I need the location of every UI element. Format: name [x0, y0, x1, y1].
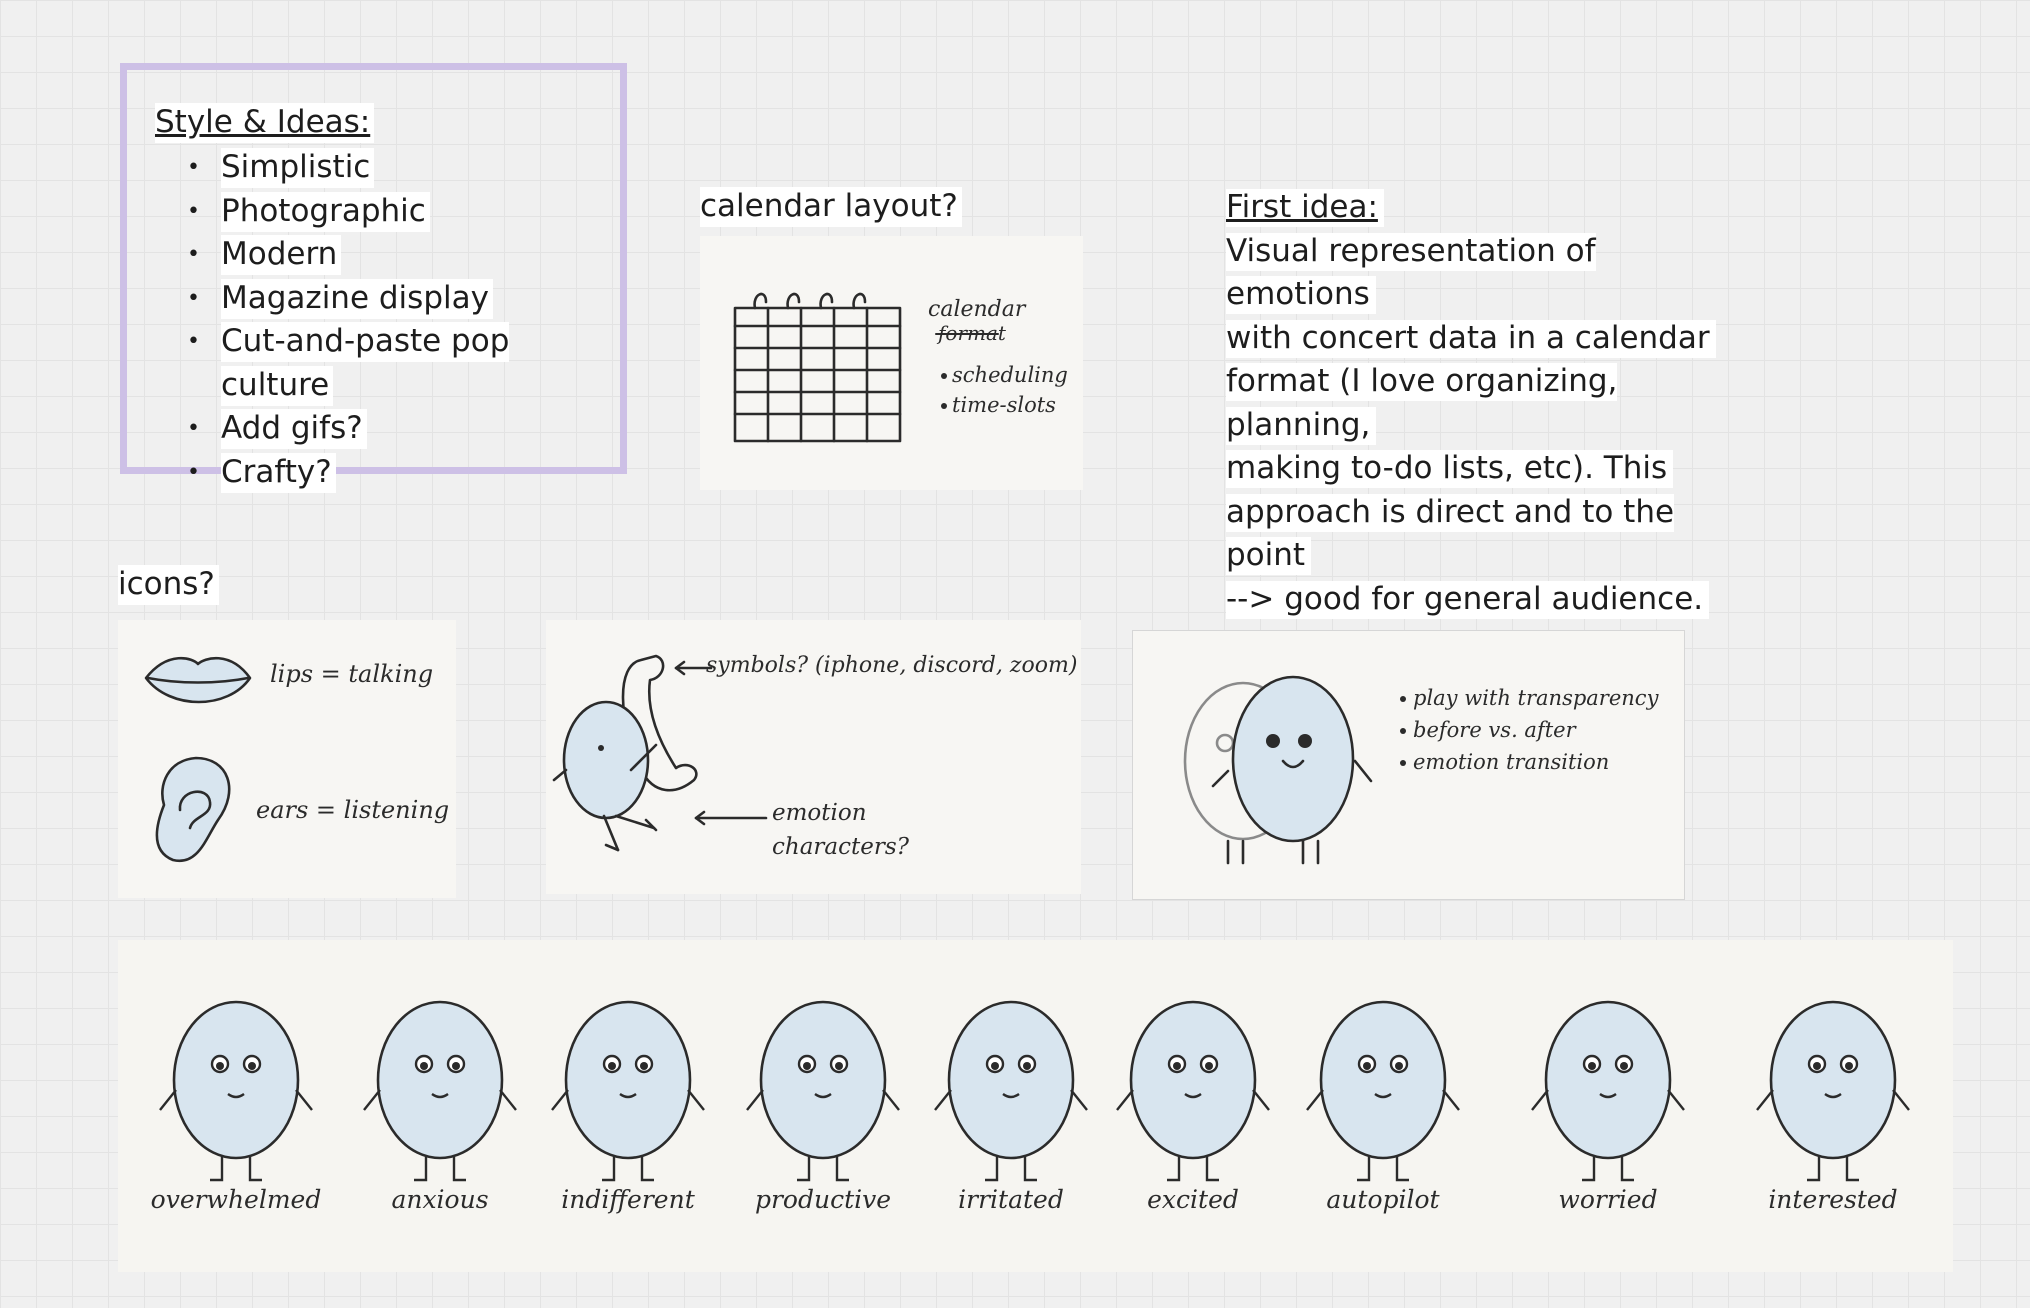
lips-icon — [144, 656, 252, 704]
first-idea-line: --> good for general audience. — [1226, 578, 1746, 622]
emotion-label: overwhelmed — [151, 1185, 322, 1214]
first-idea-line: format (I love organizing, planning, — [1226, 363, 1618, 445]
after-character — [1211, 675, 1373, 865]
emotion-character-overwhelmed — [159, 1000, 313, 1182]
emotion-character-excited — [1116, 1000, 1270, 1182]
ear-icon — [155, 756, 231, 863]
emotion-label: interested — [1768, 1185, 1897, 1214]
icons-label[interactable]: icons? — [118, 564, 219, 605]
transparency-bullet: emotion transition — [1413, 750, 1609, 774]
emotion-character-autopilot — [1306, 1000, 1460, 1182]
transparency-bullet: before vs. after — [1413, 718, 1578, 742]
calendar-sketch: calendar format scheduling time-slots — [733, 292, 1068, 443]
emotion-character-irritated — [934, 1000, 1088, 1182]
phone-character-sketch: symbols? (iphone, discord, zoom) emotion… — [552, 653, 1077, 860]
first-idea-line: approach is direct and to the point — [1226, 493, 1675, 575]
emotion-label: indifferent — [561, 1185, 695, 1214]
calendar-note-bullet: scheduling — [952, 363, 1068, 387]
emotion-label: worried — [1558, 1185, 1657, 1214]
emotion-label: autopilot — [1326, 1185, 1440, 1214]
list-item: Photographic — [155, 190, 620, 234]
transparency-sketch-card[interactable]: play with transparency before vs. after … — [1132, 630, 1685, 900]
calendar-sketch-card[interactable]: calendar format scheduling time-slots — [700, 236, 1083, 490]
emotion-label: excited — [1147, 1185, 1239, 1214]
emotion-characters-sketch: overwhelmed anxious indifferent productive i… — [151, 1000, 1910, 1214]
emotion-note: characters? — [772, 834, 910, 860]
emotion-character-anxious — [363, 1000, 517, 1182]
emotion-character-worried — [1531, 1000, 1685, 1182]
calendar-layout-label[interactable]: calendar layout? — [700, 186, 962, 227]
symbols-note: symbols? (iphone, discord, zoom) — [706, 653, 1077, 678]
emotion-character-interested — [1756, 1000, 1910, 1182]
first-idea-line: with concert data in a calendar — [1226, 317, 1746, 361]
list-item: Modern — [155, 233, 620, 277]
phone-character-sketch-card[interactable]: symbols? (iphone, discord, zoom) emotion… — [546, 620, 1081, 894]
emotion-character — [552, 700, 658, 852]
list-item: Add gifs? — [155, 407, 620, 451]
emotion-label: productive — [755, 1185, 891, 1214]
emotion-characters-strip[interactable]: overwhelmed anxious indifferent productive i… — [118, 940, 1953, 1272]
transparency-bullet: play with transparency — [1413, 686, 1660, 710]
transparency-sketch: play with transparency before vs. after … — [1183, 675, 1660, 865]
lips-ears-sketch-card[interactable]: lips = talking ears = listening — [118, 620, 456, 898]
list-item: Cut-and-paste pop culture — [155, 320, 620, 407]
emotion-character-indifferent — [551, 1000, 705, 1182]
first-idea-line: making to-do lists, etc). This — [1226, 447, 1746, 491]
list-item: Crafty? — [155, 451, 620, 495]
style-ideas-list: Simplistic Photographic Modern Magazine … — [155, 146, 620, 494]
style-ideas-title: Style & Ideas: — [155, 102, 375, 143]
first-idea-title: First idea: — [1226, 186, 1746, 230]
calendar-note-title: calendar — [928, 297, 1027, 322]
lips-ears-sketch: lips = talking ears = listening — [144, 656, 449, 863]
list-item: Magazine display — [155, 277, 620, 321]
list-item: Simplistic — [155, 146, 620, 190]
emotion-label: irritated — [958, 1185, 1064, 1214]
first-idea-note[interactable]: First idea: Visual representation of emo… — [1226, 186, 1746, 621]
calendar-note-bullet: time-slots — [952, 393, 1056, 417]
emotion-label: anxious — [391, 1185, 488, 1214]
style-ideas-box[interactable]: Style & Ideas: Simplistic Photographic M… — [120, 63, 627, 494]
first-idea-line: Visual representation of emotions — [1226, 232, 1596, 314]
emotion-character-productive — [746, 1000, 900, 1182]
lips-note: lips = talking — [270, 660, 433, 688]
emotion-note: emotion — [772, 800, 867, 826]
ears-note: ears = listening — [256, 796, 449, 824]
